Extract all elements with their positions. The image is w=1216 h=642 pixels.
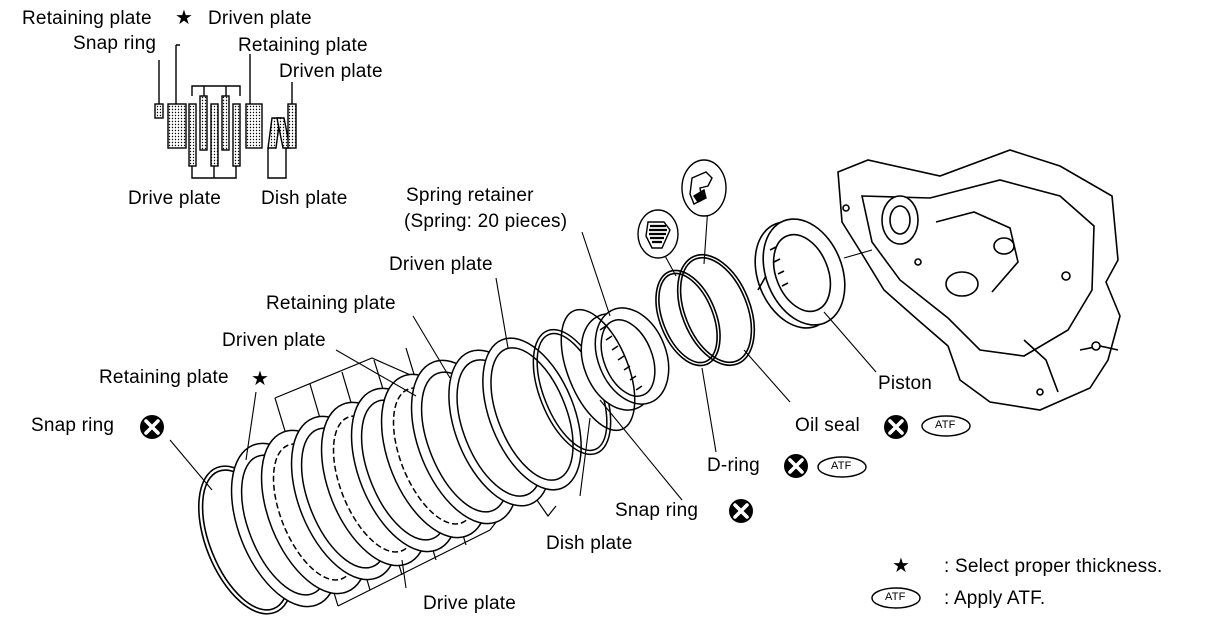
label-d-ring: D-ring <box>707 455 760 476</box>
label-snap-ring-inset: Snap ring <box>73 33 157 54</box>
legend-star-icon: ★ <box>892 555 911 577</box>
inset-cross-section <box>154 44 297 179</box>
snap-ring-mid <box>560 308 636 432</box>
piston <box>754 218 846 329</box>
d-ring-oil-seal <box>655 253 756 367</box>
label-snap-ring-mid: Snap ring <box>615 500 699 521</box>
atf-badge-text: ATF <box>885 591 906 603</box>
label-driven-plate-a: Driven plate <box>389 254 493 275</box>
star-icon: ★ <box>251 368 270 390</box>
atf-badge-icon <box>817 415 971 609</box>
label-driven-plate-inset: Driven plate <box>208 8 312 29</box>
legend-atf-text: : Apply ATF. <box>944 588 1046 609</box>
star-icon: ★ <box>175 7 194 29</box>
label-retaining-plate-inset-2: Retaining plate <box>238 35 368 56</box>
label-snap-ring-left: Snap ring <box>31 415 115 436</box>
spring-retainer <box>580 307 670 411</box>
atf-badge-text: ATF <box>831 460 852 472</box>
atf-badge-text: ATF <box>935 419 956 431</box>
label-dish-plate: Dish plate <box>546 533 633 554</box>
seal-lip-icon <box>637 209 679 259</box>
label-retaining-plate-inset: Retaining plate <box>22 8 152 29</box>
label-driven-plate-inset-2: Driven plate <box>279 61 383 82</box>
label-drive-plate-inset: Drive plate <box>128 188 222 209</box>
label-drive-plate: Drive plate <box>423 593 517 614</box>
plate-stack <box>230 337 582 608</box>
legend-star-text: : Select proper thickness. <box>944 556 1163 577</box>
label-spring-retainer: Spring retainer <box>406 185 534 206</box>
label-oil-seal: Oil seal <box>795 415 860 436</box>
label-piston: Piston <box>878 373 933 394</box>
transaxle-case <box>837 149 1121 411</box>
label-retaining-plate-a: Retaining plate <box>266 293 396 314</box>
label-dish-plate-inset: Dish plate <box>261 188 348 209</box>
label-retaining-plate-b: Retaining plate <box>99 367 229 388</box>
label-driven-plate-b: Driven plate <box>222 330 326 351</box>
d-ring-section-icon <box>681 159 727 217</box>
label-spring-note: (Spring: 20 pieces) <box>404 211 568 232</box>
